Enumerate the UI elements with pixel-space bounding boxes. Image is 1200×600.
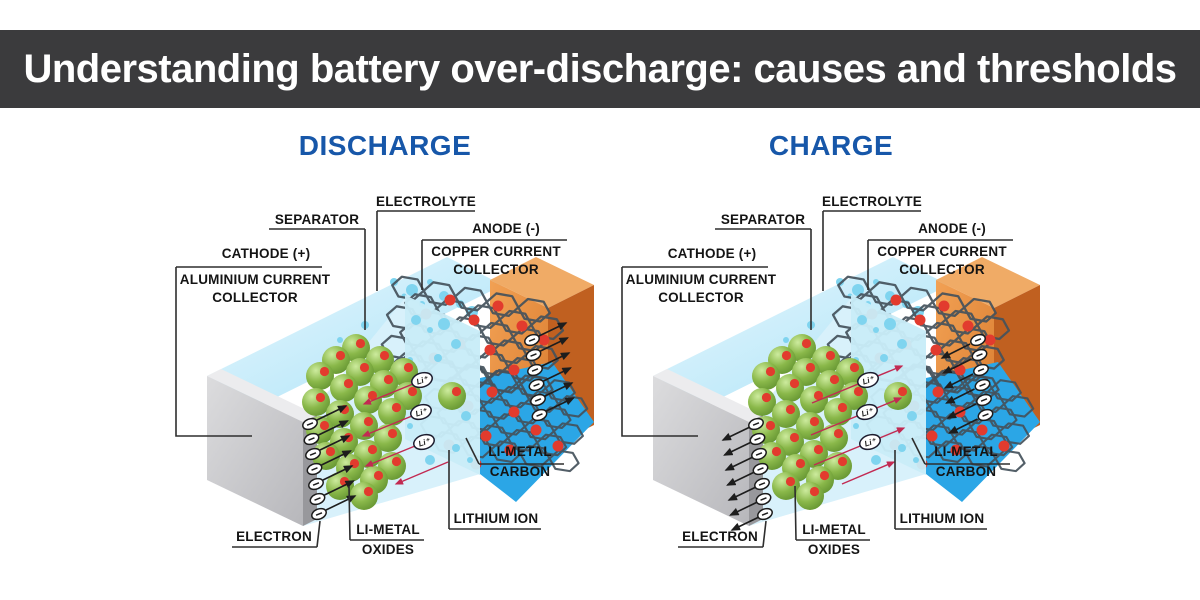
label-li-metal-carbon: LI-METAL CARBON — [488, 444, 552, 479]
panel-title-discharge: DISCHARGE — [298, 130, 472, 161]
electrolyte-top-face — [653, 257, 949, 404]
electron-arrows-cathode — [721, 426, 760, 531]
li-ion-symbol: Li⁺ — [863, 436, 877, 448]
label-li-metal-oxides: LI-METAL OXIDES — [356, 522, 420, 557]
label-anode: ANODE (-) — [918, 221, 986, 236]
label-separator: SEPARATOR — [274, 212, 360, 227]
battery-diagram-discharge: Li⁺ Li⁺ Li⁺ — [175, 210, 594, 548]
battery-diagram-charge: Li⁺ Li⁺ Li⁺ — [621, 210, 1040, 548]
aluminium-current-collector — [653, 369, 763, 526]
lithium-ion-markers: Li⁺ Li⁺ Li⁺ — [856, 371, 881, 451]
li-ion-symbol: Li⁺ — [860, 406, 874, 418]
panel-charge: CHARGE — [606, 130, 1056, 595]
electrolyte-top-face — [207, 257, 503, 404]
lithium-ion-arrows — [361, 383, 449, 485]
label-separator: SEPARATOR — [720, 212, 806, 227]
header-banner: Understanding battery over-discharge: ca… — [0, 30, 1200, 108]
label-cathode: CATHODE (+) — [667, 246, 757, 261]
li-ion-symbol: Li⁺ — [414, 406, 428, 418]
label-electron: ELECTRON — [236, 529, 312, 544]
label-electron: ELECTRON — [682, 529, 758, 544]
label-li-metal-oxides: LI-METAL OXIDES — [802, 522, 866, 557]
label-anode: ANODE (-) — [472, 221, 540, 236]
label-cathode: CATHODE (+) — [221, 246, 311, 261]
electron-arrows-anode — [538, 322, 575, 412]
label-lithium-ion: LITHIUM ION — [899, 511, 985, 526]
electron-arrows-anode — [940, 343, 978, 434]
label-copper-collector: COPPER CURRENT COLLECTOR — [877, 244, 1007, 277]
electron-arrows-cathode — [316, 405, 357, 511]
label-electrolyte: ELECTROLYTE — [822, 194, 922, 209]
label-aluminium-collector: ALUMINIUM CURRENT COLLECTOR — [179, 272, 331, 305]
aluminium-current-collector — [207, 369, 317, 526]
li-ion-symbol: Li⁺ — [417, 436, 431, 448]
leader-lines — [175, 210, 567, 548]
lithium-ion-markers: Li⁺ Li⁺ Li⁺ — [410, 371, 435, 451]
separator-wall — [405, 295, 480, 475]
leader-lines — [621, 210, 1013, 548]
lithium-ion-arrows — [810, 365, 906, 485]
label-aluminium-collector: ALUMINIUM CURRENT COLLECTOR — [625, 272, 777, 305]
label-li-metal-carbon: LI-METAL CARBON — [934, 444, 998, 479]
page-title: Understanding battery over-discharge: ca… — [23, 46, 1177, 91]
li-ion-symbol: Li⁺ — [415, 374, 429, 386]
label-lithium-ion: LITHIUM ION — [453, 511, 539, 526]
label-electrolyte: ELECTROLYTE — [376, 194, 476, 209]
label-copper-collector: COPPER CURRENT COLLECTOR — [431, 244, 561, 277]
panel-title-charge: CHARGE — [768, 130, 894, 161]
li-ion-symbol: Li⁺ — [861, 374, 875, 386]
panel-discharge: DISCHARGE — [160, 130, 610, 595]
